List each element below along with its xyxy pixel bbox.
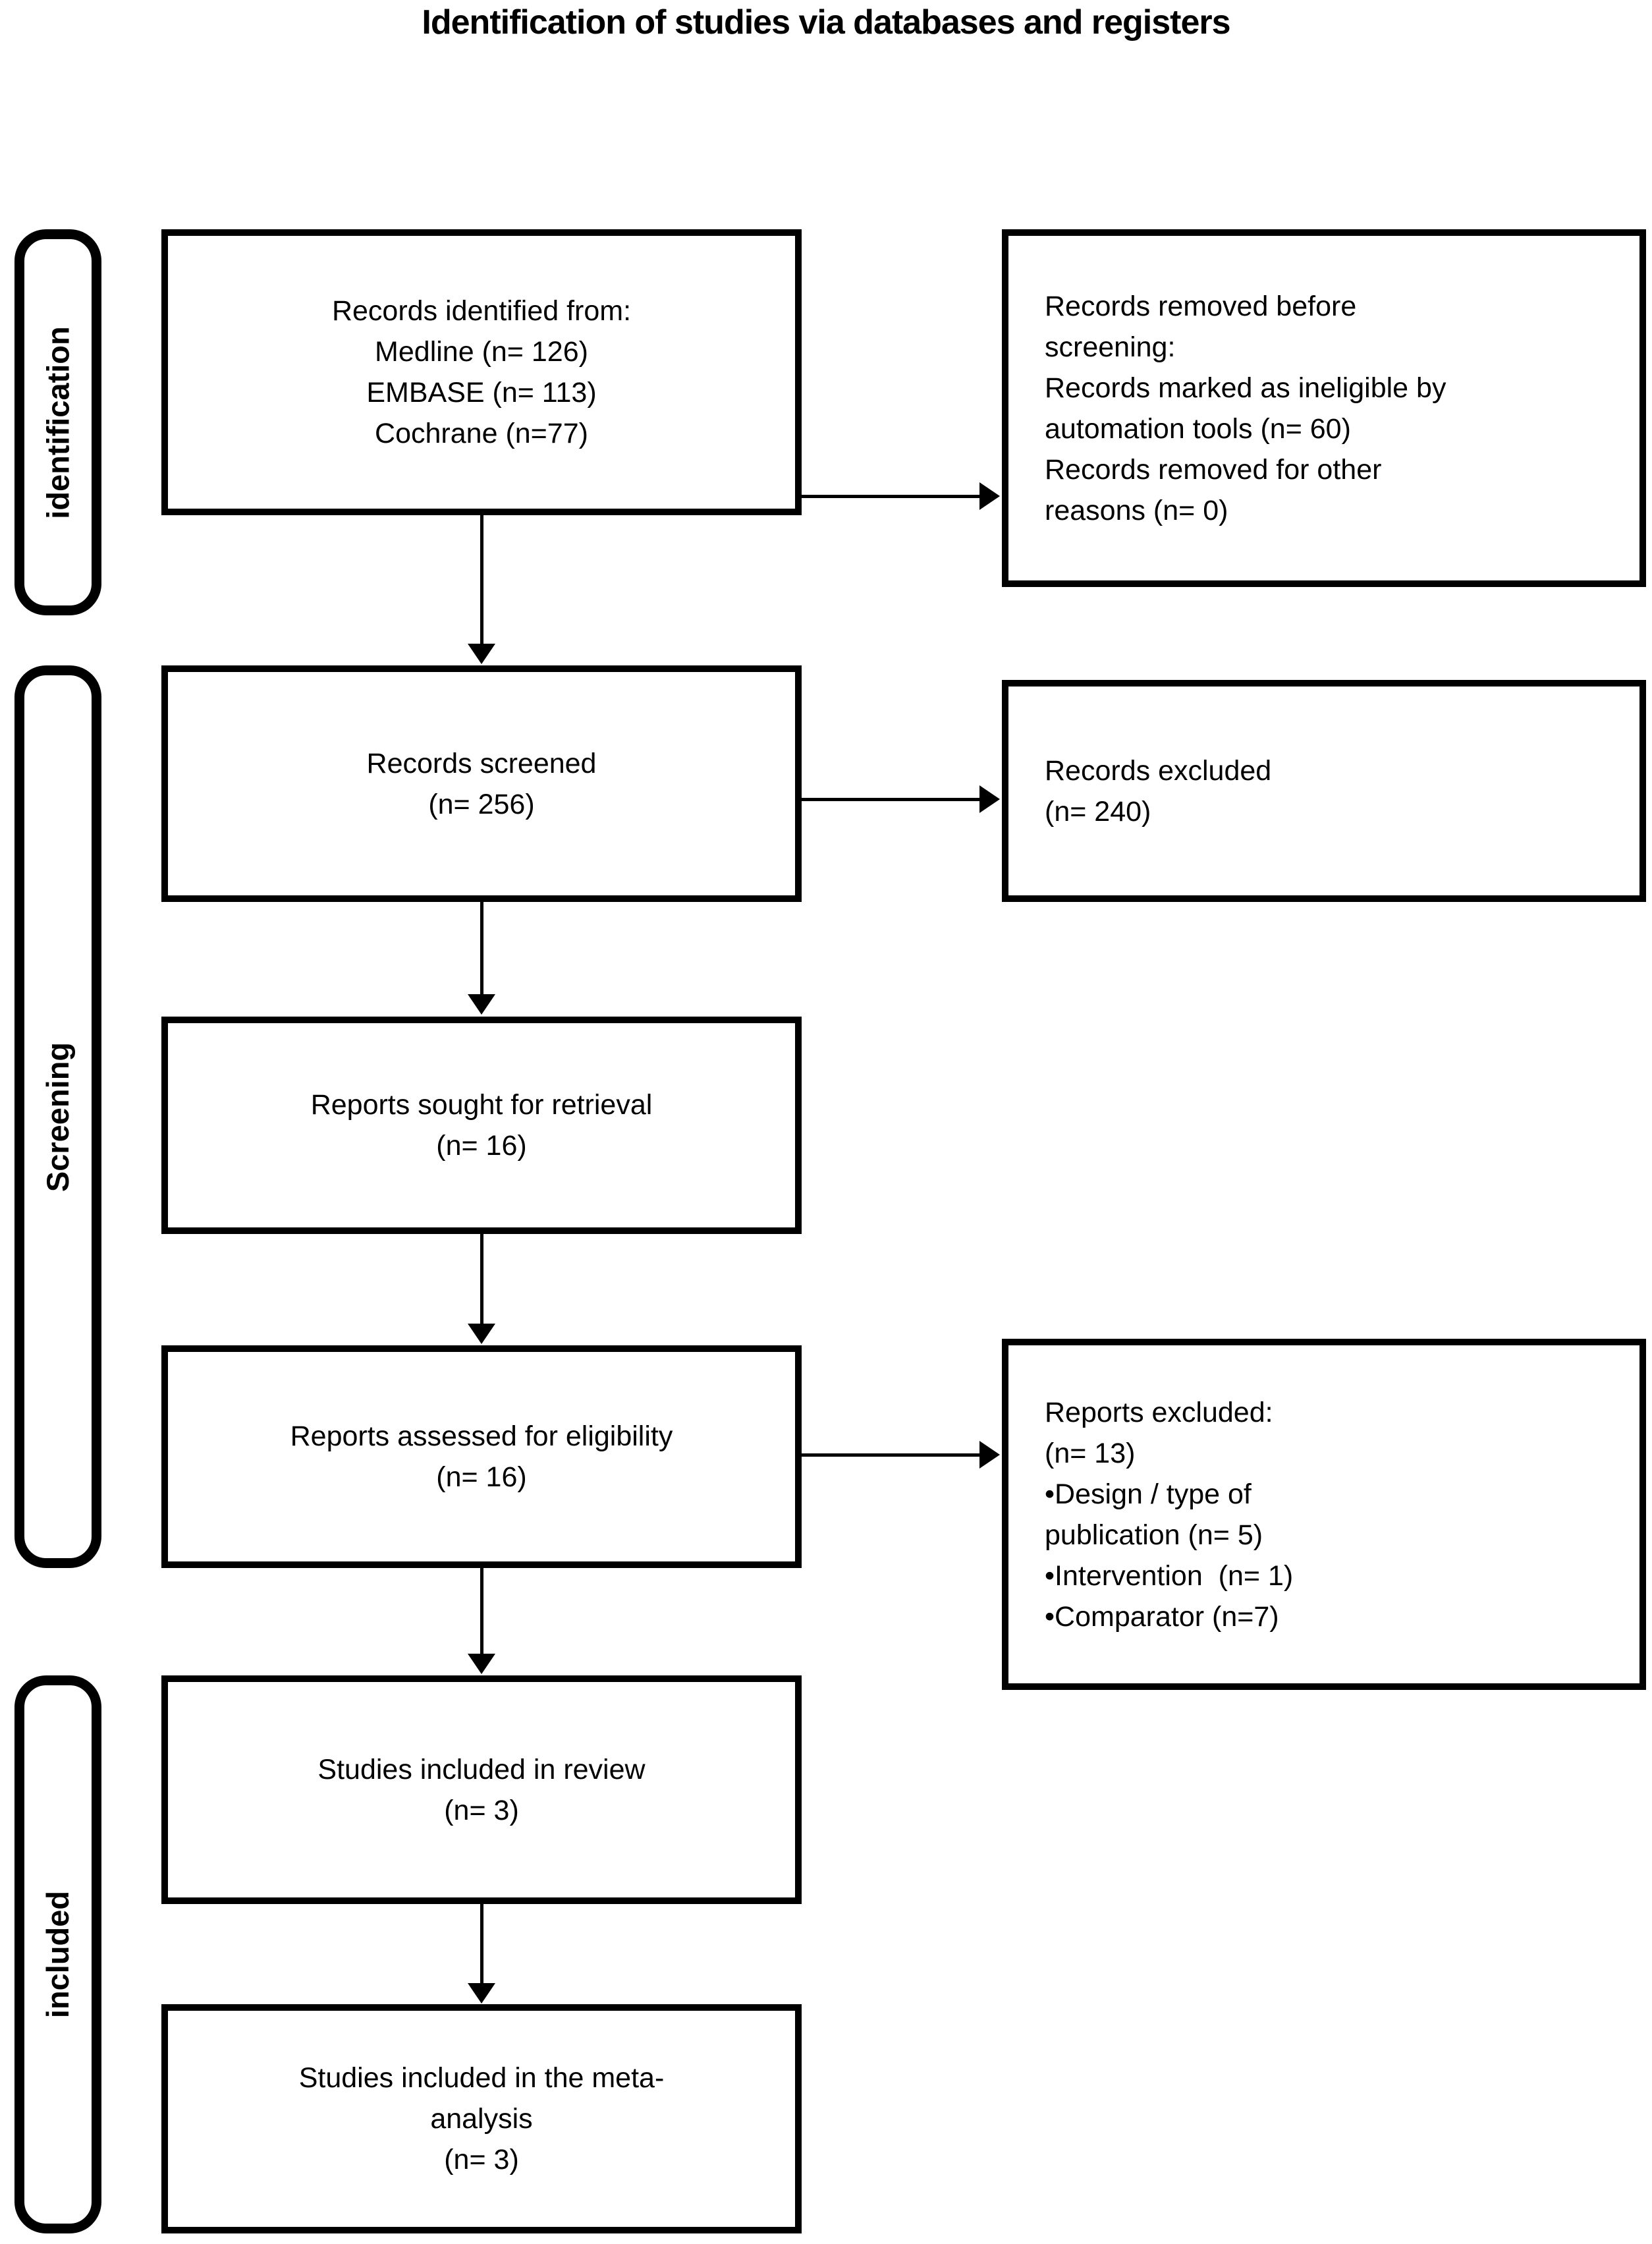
box-line: Cochrane (n=77) [375, 418, 588, 449]
box-line: Records screened [366, 747, 597, 779]
stage-screening-label: Screening [40, 1042, 76, 1192]
arrow-screened-to-sought-head [468, 994, 495, 1015]
box-line: reasons (n= 0) [1045, 494, 1228, 526]
stage-included-label: included [40, 1890, 76, 2019]
arrow-screened-to-sought-line [480, 902, 483, 996]
stage-included: included [14, 1675, 101, 2233]
box-reports-assessed: Reports assessed for eligibility (n= 16) [161, 1345, 802, 1568]
arrow-assessed-to-review-line [480, 1568, 483, 1655]
box-reports-excluded: Reports excluded: (n= 13) •Design / type… [1002, 1339, 1646, 1690]
arrow-assessed-to-excluded-head [979, 1441, 1000, 1469]
arrow-assessed-to-review-head [468, 1654, 495, 1674]
box-records-removed: Records removed before screening: Record… [1002, 229, 1646, 587]
box-studies-included-review: Studies included in review (n= 3) [161, 1675, 802, 1904]
box-line: Records marked as ineligible by [1045, 372, 1446, 404]
box-line: Reports sought for retrieval [310, 1089, 653, 1121]
box-records-excluded: Records excluded (n= 240) [1002, 680, 1646, 902]
box-line: EMBASE (n= 113) [366, 377, 597, 408]
box-line: Studies included in the meta- [298, 2062, 665, 2094]
box-line: (n= 3) [444, 2144, 519, 2175]
box-line: Reports excluded: [1045, 1396, 1273, 1428]
box-line: •Comparator (n=7) [1045, 1600, 1279, 1633]
box-line: automation tools (n= 60) [1045, 412, 1351, 445]
box-line: •Intervention (n= 1) [1045, 1559, 1294, 1592]
box-line: Reports assessed for eligibility [290, 1420, 673, 1452]
arrow-identified-to-removed-line [802, 495, 981, 498]
box-line: Records removed before [1045, 290, 1357, 322]
arrow-review-to-meta-head [468, 1983, 495, 2004]
arrow-review-to-meta-line [480, 1904, 483, 1984]
box-reports-sought: Reports sought for retrieval (n= 16) [161, 1017, 802, 1234]
box-line: (n= 240) [1045, 795, 1151, 827]
box-line: (n= 256) [428, 788, 535, 820]
box-line: (n= 16) [436, 1461, 527, 1493]
box-line: Studies included in review [317, 1753, 646, 1785]
box-line: Records identified from: [331, 295, 632, 327]
box-line: Medline (n= 126) [375, 336, 588, 368]
box-studies-included-meta: Studies included in the meta- analysis (… [161, 2004, 802, 2233]
box-records-screened: Records screened (n= 256) [161, 665, 802, 902]
box-line: screening: [1045, 331, 1176, 363]
arrow-sought-to-assessed-head [468, 1324, 495, 1344]
arrow-identified-to-screened-head [468, 644, 495, 664]
box-line: publication (n= 5) [1045, 1519, 1263, 1551]
arrow-screened-to-excluded-line [802, 798, 981, 801]
box-line: (n= 13) [1045, 1437, 1136, 1469]
box-line: Records excluded [1045, 754, 1272, 787]
stage-identification-label: identification [40, 325, 76, 519]
diagram-title: Identification of studies via databases … [422, 3, 1230, 42]
box-line: analysis [430, 2103, 533, 2135]
box-line: Records removed for other [1045, 453, 1382, 486]
box-line: (n= 3) [444, 1794, 519, 1826]
arrow-screened-to-excluded-head [979, 785, 1000, 813]
box-records-identified: Records identified from: Medline (n= 126… [161, 229, 802, 515]
stage-screening: Screening [14, 665, 101, 1568]
arrow-assessed-to-excluded-line [802, 1453, 981, 1457]
box-line: (n= 16) [436, 1130, 527, 1162]
arrow-identified-to-removed-head [979, 482, 1000, 510]
arrow-sought-to-assessed-line [480, 1234, 483, 1325]
box-line: •Design / type of [1045, 1478, 1252, 1510]
arrow-identified-to-screened-line [480, 515, 483, 647]
stage-identification: identification [14, 229, 101, 615]
